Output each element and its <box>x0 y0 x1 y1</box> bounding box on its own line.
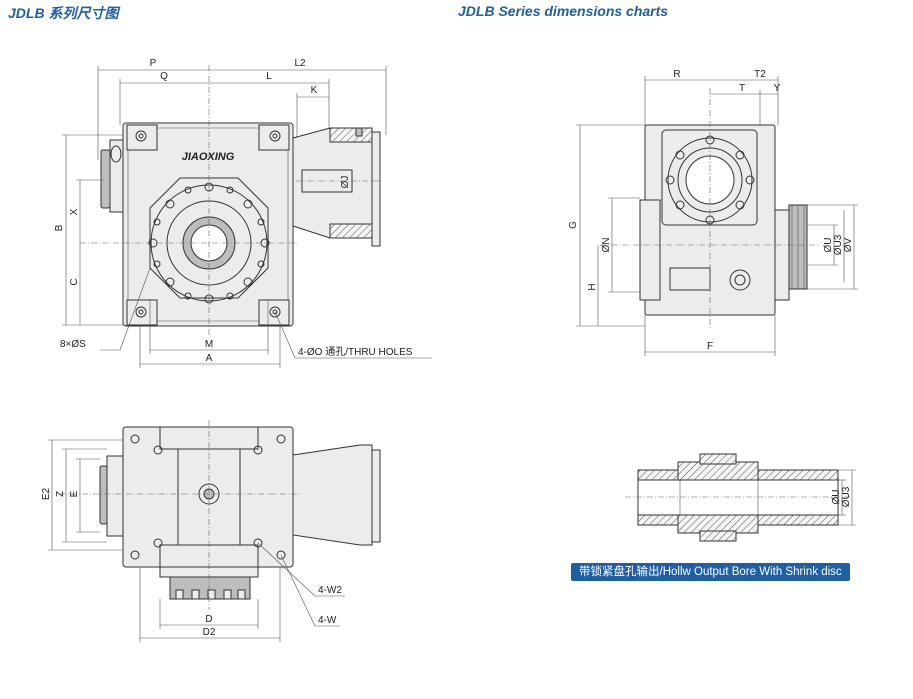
hollow-bore-section: ØU ØU3 <box>625 453 856 542</box>
dim-T2: T2 <box>754 69 766 80</box>
dim-D2: D2 <box>203 627 216 638</box>
dim-W: 4-W <box>318 615 337 626</box>
dim-U3: ØU3 <box>833 234 844 255</box>
dim-P: P <box>150 58 157 69</box>
dim-H: H <box>587 283 598 290</box>
brand-logo: JIAOXING <box>182 151 235 163</box>
dim-T: T <box>739 83 745 94</box>
dim-F: F <box>707 341 713 352</box>
dim-Y: Y <box>774 83 781 94</box>
side-view: R T2 T Y G ØN H ØU ØU3 ØV F <box>568 69 858 356</box>
dim-thru-holes: 4-ØO 通孔/THRU HOLES <box>298 346 413 358</box>
dim-Q: Q <box>160 71 168 82</box>
dim-A: A <box>206 353 213 364</box>
dim-W2: 4-W2 <box>318 585 342 596</box>
dim-E: E <box>69 490 80 497</box>
title-chinese: JDLB 系列尺寸图 <box>8 5 119 21</box>
dim-E2: E2 <box>41 487 52 500</box>
dim-C: C <box>69 278 80 285</box>
dim-U: ØU <box>823 238 834 253</box>
title-english: JDLB Series dimensions charts <box>458 3 669 19</box>
front-view: JIAOXING <box>54 58 432 368</box>
dim-X: X <box>69 208 80 215</box>
dim-S: 8×ØS <box>60 339 86 350</box>
dim-J: ØJ <box>340 176 351 189</box>
dim-D: D <box>205 614 212 625</box>
dim-M: M <box>205 339 213 350</box>
dim-G: G <box>568 221 579 229</box>
dim-L2: L2 <box>294 58 306 69</box>
top-view: E2 Z E D D2 4-W2 4-W <box>41 420 381 642</box>
dim-V: ØV <box>843 237 854 252</box>
dim-K: K <box>311 85 318 96</box>
dim-N: ØN <box>601 238 612 253</box>
dim-U-bore: ØU <box>831 490 842 505</box>
dim-L: L <box>266 71 272 82</box>
shrink-disc-banner: 带锁紧盘孔输出/Hollw Output Bore With Shrink di… <box>571 563 850 581</box>
dim-B: B <box>54 224 65 231</box>
dim-R: R <box>673 69 680 80</box>
dim-U3-bore: ØU3 <box>841 486 852 507</box>
dim-Z: Z <box>55 491 66 497</box>
